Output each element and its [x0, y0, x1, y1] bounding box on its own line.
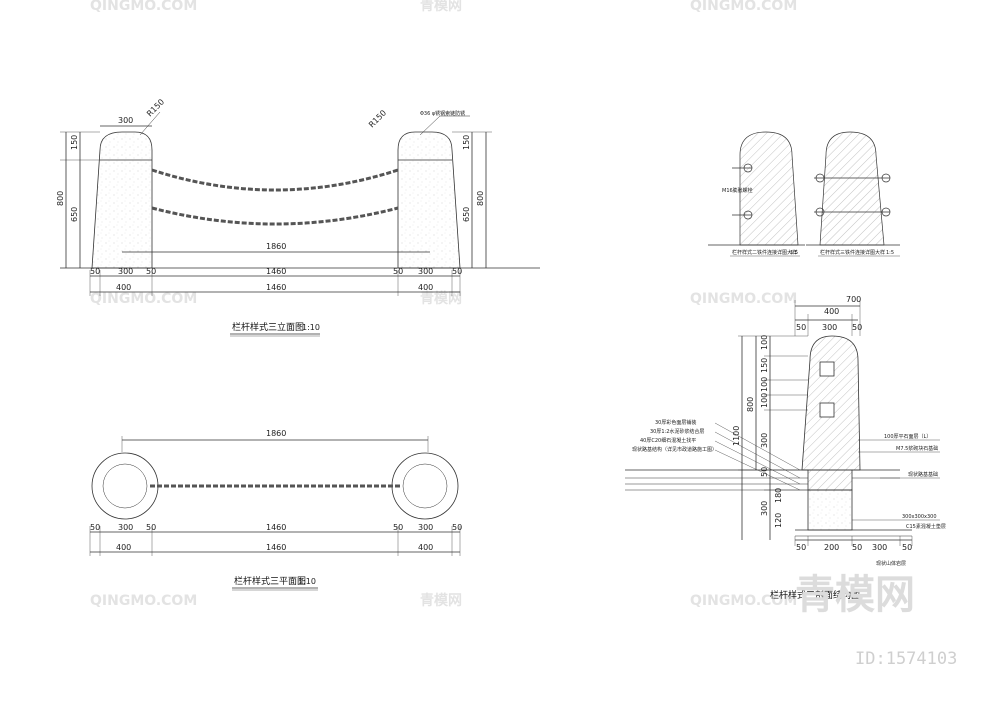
wm-top-1: QINGMO.COM: [90, 0, 197, 14]
elevation-view: [60, 111, 540, 337]
plan-dim-50-c: 50: [393, 523, 403, 532]
plan-dim-1460-a: 1460: [266, 523, 286, 532]
dim-400-a: 400: [116, 283, 131, 292]
plan-labels: 1860 50 300 50 1460 50 300 50 400 1460 4…: [90, 429, 462, 587]
sec-note-5: C15素混凝土垫层: [906, 523, 946, 530]
dim-total-right: 800: [476, 191, 485, 206]
dim-span: 1860: [266, 242, 286, 251]
sec-dim-h50: 50: [760, 467, 769, 477]
sec-dim-h300: 300: [760, 433, 769, 448]
sec-note-3: 现状路基基础: [908, 471, 938, 478]
plan-view: [89, 436, 461, 591]
dim-cap-left: 150: [70, 135, 79, 150]
watermarks: QINGMO.COM 青模网 QINGMO.COM QINGMO.COM 青模网…: [90, 0, 797, 609]
wm-top-3: QINGMO.COM: [690, 0, 797, 14]
plan-scale: 1:10: [298, 577, 316, 586]
plan-dim-400-a: 400: [116, 543, 131, 552]
sec-dim-h100a: 100: [760, 335, 769, 350]
chain-note: Φ36 φ锈钢索链防锈: [420, 110, 465, 117]
elevation-title: 栏杆样式三立面图: [232, 321, 304, 333]
section-labels: 700 400 50 300 50 100 150 100 100 300 80…: [632, 295, 946, 601]
plan-dim-span: 1860: [266, 429, 286, 438]
sec-note-4: 300x300x300: [902, 514, 937, 520]
sec-dim-h180: 180: [774, 488, 783, 503]
section-view: [625, 300, 940, 546]
dim-radius-right: R150: [367, 108, 388, 129]
sec-layer-2: 30厚1:2水泥砂浆结合层: [650, 428, 704, 435]
sec-dim-b50a: 50: [796, 543, 806, 552]
sec-bottom-note: 现状山体岩层: [876, 560, 906, 567]
watermark-logo: 青模网: [795, 572, 915, 618]
detail-right-label: 栏杆样式三铁件连接详图大样: [820, 249, 885, 256]
elevation-scale: 1:10: [302, 323, 320, 332]
sec-dim-b50c: 50: [902, 543, 912, 552]
detail-left-label: 栏杆样式二铁件连接详图大样: [732, 249, 797, 256]
wm-top-2: 青模网: [420, 0, 462, 14]
sec-dim-h800: 800: [746, 397, 755, 412]
wm-bot-2: 青模网: [420, 592, 462, 609]
sec-dim-b200: 200: [824, 543, 839, 552]
sec-dim-50b: 50: [852, 323, 862, 332]
wm-bot-3: QINGMO.COM: [690, 593, 797, 609]
plan-dim-1460-b: 1460: [266, 543, 286, 552]
detail-small-note: M16膨胀螺栓: [722, 187, 753, 194]
dim-shaft-right: 650: [462, 207, 471, 222]
sec-dim-700: 700: [846, 295, 861, 304]
dim-300-a: 300: [118, 267, 133, 276]
dim-300-b: 300: [418, 267, 433, 276]
sec-layer-1: 30厚彩色面层铺装: [655, 419, 696, 426]
plan-dim-50-a: 50: [90, 523, 100, 532]
watermark-id: ID:1574103: [855, 649, 957, 669]
dim-cap-right: 150: [462, 135, 471, 150]
dim-400-b: 400: [418, 283, 433, 292]
dim-1460-b: 1460: [266, 283, 286, 292]
dim-50-c: 50: [393, 267, 403, 276]
plan-dim-300-a: 300: [118, 523, 133, 532]
dim-1460-a: 1460: [266, 267, 286, 276]
sec-layer-3: 40厚C20细石混凝土找平: [640, 437, 696, 444]
detail-labels: M16膨胀螺栓 栏杆样式二铁件连接详图大样 1:5 栏杆样式三铁件连接详图大样 …: [722, 187, 894, 256]
sec-dim-h100c: 100: [760, 393, 769, 408]
plan-dim-50-b: 50: [146, 523, 156, 532]
sec-note-1: 100厚平石面层（L）: [884, 434, 931, 440]
sec-dim-h1100: 1100: [732, 426, 741, 446]
detail-right-scale: 1:5: [886, 250, 894, 256]
plan-dim-400-b: 400: [418, 543, 433, 552]
plan-dim-50-d: 50: [452, 523, 462, 532]
detail-left-scale: 1:5: [790, 250, 798, 256]
dim-50-a: 50: [90, 267, 100, 276]
sec-dim-b300: 300: [872, 543, 887, 552]
sec-layer-4: 现状路基结构（详见市政道路施工图）: [632, 446, 717, 453]
sec-dim-h150: 150: [760, 358, 769, 373]
wm-mid-2: 青模网: [420, 290, 462, 307]
sec-dim-h300b: 300: [760, 501, 769, 516]
sec-dim-h100b: 100: [760, 377, 769, 392]
sec-dim-400: 400: [824, 307, 839, 316]
brand-watermark: 青模网 ID:1574103: [795, 572, 957, 669]
wm-mid-1: QINGMO.COM: [90, 291, 197, 307]
dim-shaft-left: 650: [70, 207, 79, 222]
sec-dim-b50b: 50: [852, 543, 862, 552]
section-title: 栏杆样式三剖面结构图: [770, 589, 860, 601]
plan-title: 栏杆样式三平面图: [234, 575, 306, 587]
dim-50-d: 50: [452, 267, 462, 276]
wm-mid-3: QINGMO.COM: [690, 291, 797, 307]
wm-bot-1: QINGMO.COM: [90, 593, 197, 609]
dim-radius-left: R150: [145, 97, 166, 118]
sec-dim-300: 300: [822, 323, 837, 332]
plan-dim-300-b: 300: [418, 523, 433, 532]
dim-post-top: 300: [118, 116, 133, 125]
sec-note-2: M7.5浆砌块石基础: [896, 445, 938, 452]
dim-50-b: 50: [146, 267, 156, 276]
sec-dim-h120: 120: [774, 513, 783, 528]
elevation-labels: 300 R150 R150 Φ36 φ锈钢索链防锈 150 650 800 15…: [56, 97, 485, 333]
dim-total-left: 800: [56, 191, 65, 206]
sec-dim-50a: 50: [796, 323, 806, 332]
detail-views: [708, 131, 900, 257]
